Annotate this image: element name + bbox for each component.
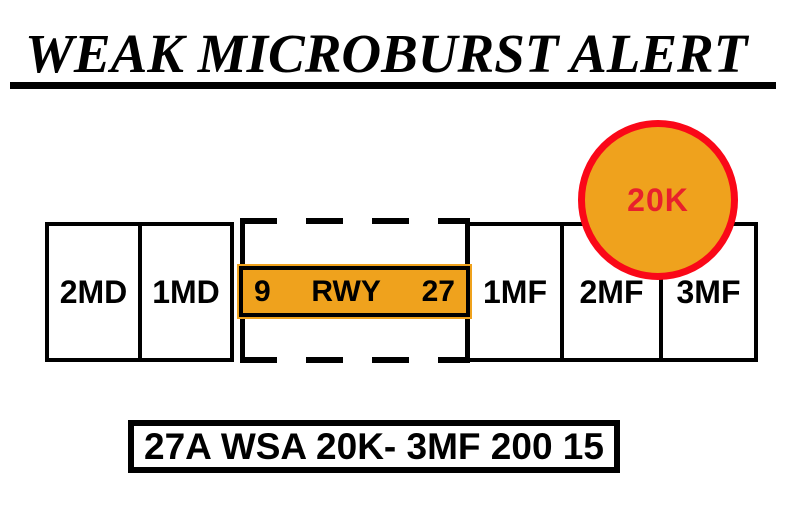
sensor-label-1md: 1MD [152, 273, 220, 310]
microburst-wind-value: 20K [627, 181, 689, 218]
runway-label: RWY [311, 274, 381, 308]
title-underline [10, 82, 776, 89]
sensor-box-2md: 2MD [45, 222, 142, 362]
microburst-circle: 20K [578, 120, 738, 280]
sensor-box-1mf: 1MF [466, 222, 564, 362]
sensor-box-1md: 1MD [138, 222, 234, 362]
runway-bar: 9 RWY 27 [237, 264, 472, 319]
runway-end-left: 9 [254, 274, 271, 308]
page-title: WEAK MICROBURST ALERT [25, 23, 748, 84]
alert-message-text: 27A WSA 20K- 3MF 200 15 [144, 425, 604, 467]
sensor-label-2mf: 2MF [579, 273, 644, 310]
sensor-label-1mf: 1MF [483, 273, 547, 310]
runway-zone-dashed-top [240, 218, 470, 224]
sensor-label-3mf: 3MF [676, 273, 741, 310]
runway-zone-dashed-bottom [240, 357, 470, 363]
runway-end-right: 27 [421, 274, 455, 308]
sensor-label-2md: 2MD [59, 273, 128, 310]
alert-message-box: 27A WSA 20K- 3MF 200 15 [128, 420, 620, 473]
